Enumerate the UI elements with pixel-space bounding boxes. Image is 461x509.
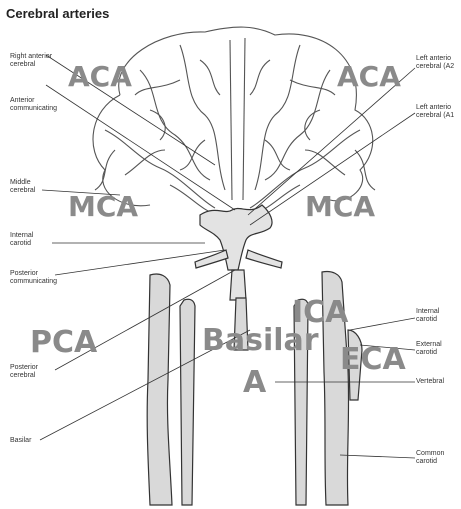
overlay-vertebral-a: A bbox=[243, 365, 266, 400]
label-posterior-communicating: Posterior communicating bbox=[10, 270, 57, 286]
overlay-ica: ICA bbox=[292, 295, 348, 330]
overlay-pca: PCA bbox=[30, 325, 97, 360]
overlay-mca-left: MCA bbox=[305, 190, 375, 223]
cerebral-vessel-network bbox=[93, 27, 375, 215]
label-anterior-communicating: Anterior communicating bbox=[10, 97, 57, 113]
label-basilar: Basilar bbox=[10, 437, 31, 445]
label-middle-cerebral: Middle cerebral bbox=[10, 179, 35, 195]
overlay-mca-right: MCA bbox=[68, 190, 138, 223]
label-external-carotid: External carotid bbox=[416, 341, 442, 357]
label-vertebral: Vertebral bbox=[416, 378, 444, 386]
label-right-anterior-cerebral: Right anterior cerebral bbox=[10, 53, 52, 69]
label-left-anterior-cerebral-a1: Left anterio cerebral (A1 bbox=[416, 104, 454, 120]
label-left-anterior-cerebral-a2: Left anterio cerebral (A2 bbox=[416, 55, 454, 71]
overlay-aca-left: ACA bbox=[337, 60, 401, 93]
label-posterior-cerebral: Posterior cerebral bbox=[10, 364, 38, 380]
label-internal-carotid-left-side: Internal carotid bbox=[10, 232, 33, 248]
label-common-carotid: Common carotid bbox=[416, 450, 444, 466]
overlay-eca: ECA bbox=[340, 342, 406, 377]
overlay-aca-right: ACA bbox=[68, 60, 132, 93]
label-internal-carotid-right-side: Internal carotid bbox=[416, 308, 439, 324]
